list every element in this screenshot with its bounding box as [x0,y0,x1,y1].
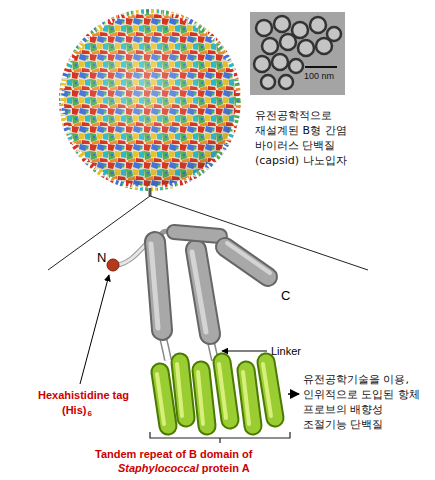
terminus-label: C [281,288,290,303]
part-label: Linker [271,344,301,358]
tem-inset [250,12,345,95]
description-text: 유전공학적으로 재설계된 B형 간염 바이러스 단백질 (capsid) 나노입… [255,108,355,168]
bracket [150,432,290,443]
capsid-stem [149,188,152,196]
scale-bar [305,66,337,68]
green-helices [157,362,275,426]
subscript: 6 [87,409,91,419]
tem-image [250,12,345,95]
grey-helices [151,232,270,334]
description-text: 유전공학기술을 이용, 인위적으로 도입된 항체 프로브의 배향성 조절기능 단… [303,372,421,432]
part-label: Tandem repeat of B domain of [95,447,252,461]
tem-particles [254,16,341,89]
protein-loops [118,231,226,360]
terminus-label: N [97,250,106,265]
capsid-spikes [62,12,238,188]
capsid-sphere [62,12,238,196]
leader-arrow [222,351,267,352]
his-tag-dot [107,259,119,271]
part-label: protein A [202,461,250,475]
part-label: Hexahistidine tag [38,388,129,402]
part-label: (His) [62,403,86,417]
part-label: Staphylococcal [118,461,199,475]
scale-label: 100 nm [304,71,334,81]
leader-arrow [288,393,299,395]
leader-arrow [80,275,109,384]
